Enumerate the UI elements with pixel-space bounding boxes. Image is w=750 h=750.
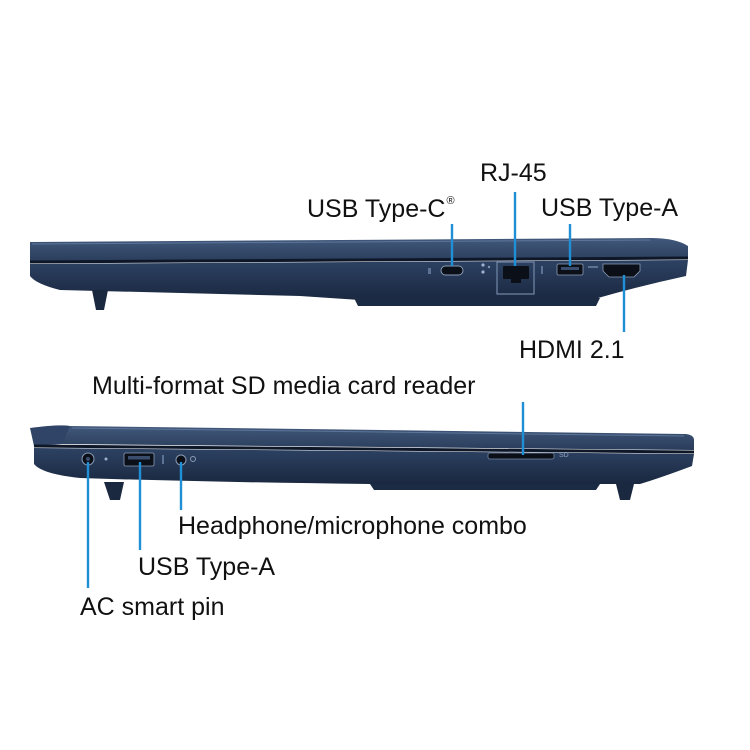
hdmi-port bbox=[588, 263, 641, 278]
sd-reader-label: Multi-format SD media card reader bbox=[92, 372, 476, 400]
callout-leader-lines bbox=[86, 192, 626, 588]
audio-combo-label: Headphone/microphone combo bbox=[178, 512, 527, 540]
usb-c-label: USB Type-C® bbox=[307, 195, 455, 223]
hdmi-label: HDMI 2.1 bbox=[519, 336, 625, 364]
ac-pin-label: AC smart pin bbox=[80, 593, 225, 621]
usb-a-right-label: USB Type-A bbox=[541, 194, 679, 222]
dc-power-jack bbox=[81, 452, 108, 466]
sd-engraving: SD bbox=[559, 452, 569, 459]
usb-a-left-label: USB Type-A bbox=[138, 553, 276, 581]
laptop-left-side-view bbox=[30, 425, 695, 500]
rj45-label: RJ-45 bbox=[480, 159, 547, 187]
status-led-icon bbox=[481, 263, 491, 274]
laptop-right-side-view bbox=[29, 238, 689, 310]
sd-card-slot bbox=[487, 452, 555, 460]
